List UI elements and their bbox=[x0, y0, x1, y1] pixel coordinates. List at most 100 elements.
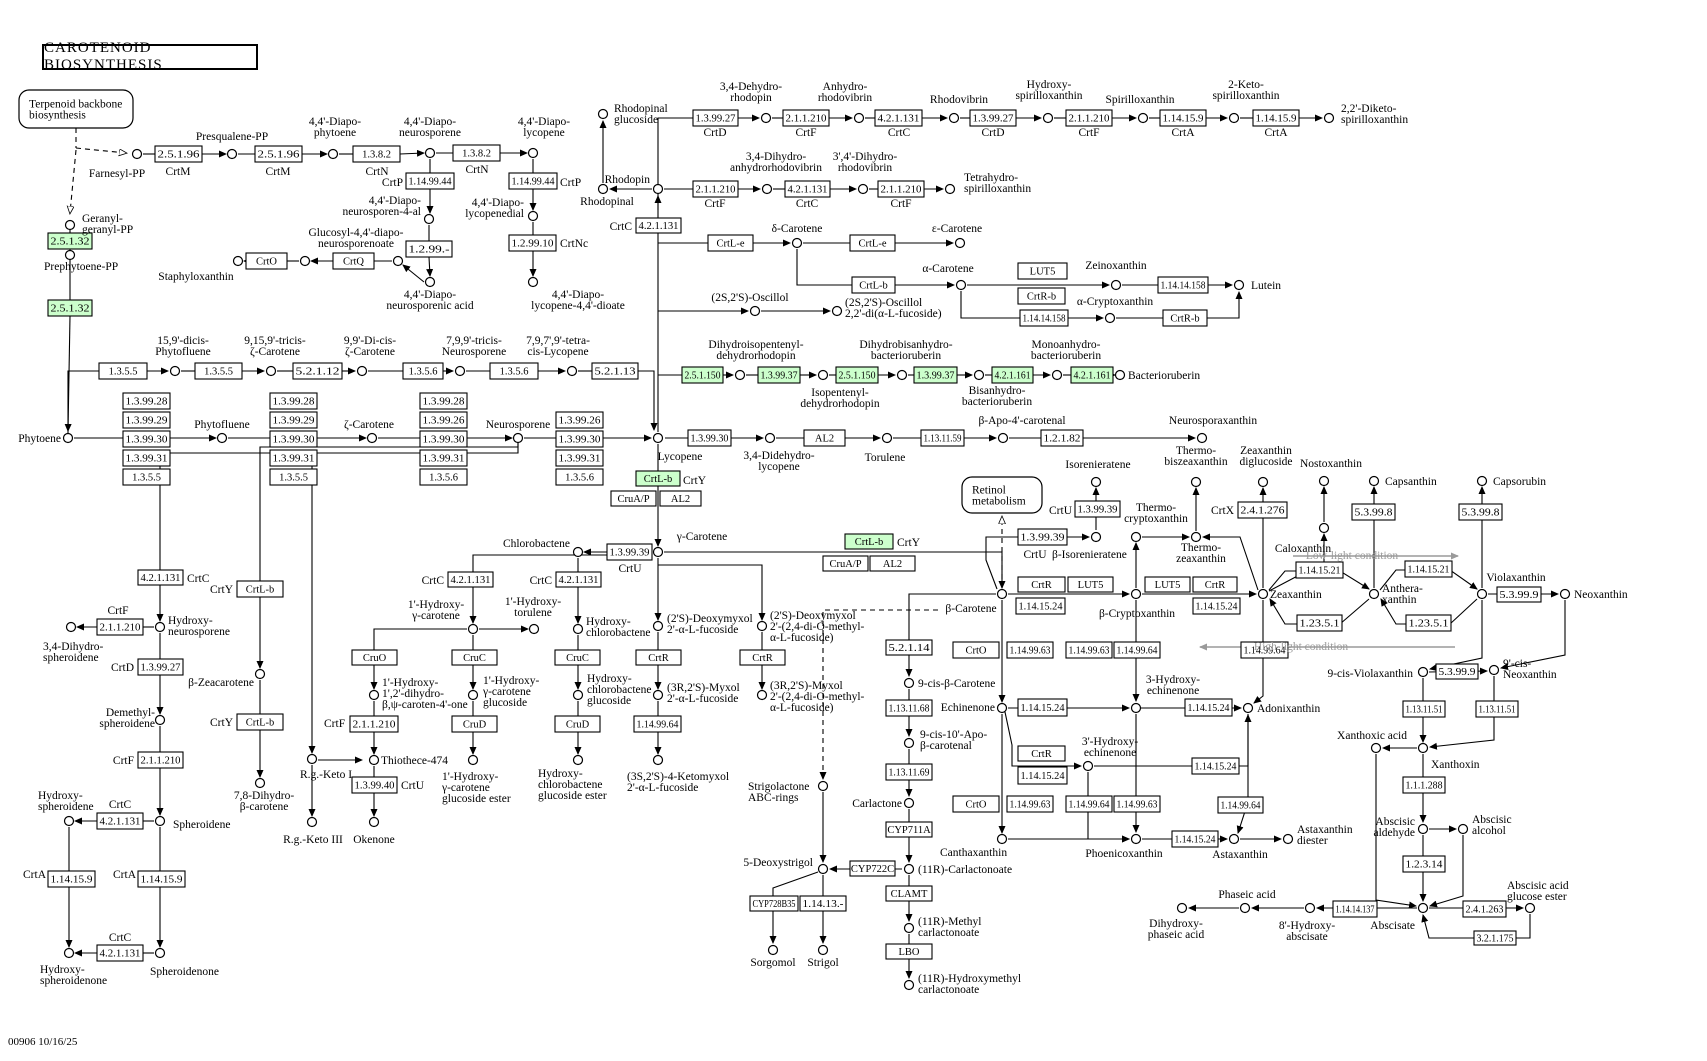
compound-node[interactable] bbox=[1417, 666, 1429, 678]
enzyme-box[interactable]: 1.14.99.63 bbox=[1006, 641, 1054, 659]
enzyme-box[interactable]: 1.14.99.44 bbox=[405, 172, 455, 190]
compound-node[interactable] bbox=[1190, 476, 1202, 488]
enzyme-box[interactable]: 1.3.99.39 bbox=[1074, 500, 1121, 518]
compound-node[interactable] bbox=[1051, 369, 1063, 381]
enzyme-box[interactable]: 1.2.99.- bbox=[405, 240, 453, 258]
enzyme-box[interactable]: CruO bbox=[351, 649, 398, 666]
compound-node[interactable] bbox=[424, 276, 436, 288]
enzyme-box[interactable]: 1.3.99.26 bbox=[555, 411, 604, 429]
enzyme-box[interactable]: CruA/P bbox=[610, 490, 657, 507]
compound-node[interactable] bbox=[761, 183, 773, 195]
enzyme-box[interactable]: 1.3.5.6 bbox=[555, 468, 604, 486]
compound-node[interactable] bbox=[881, 432, 893, 444]
enzyme-box[interactable]: CrtL-b bbox=[236, 713, 284, 731]
enzyme-box[interactable]: 5.2.1.13 bbox=[591, 362, 639, 380]
compound-node[interactable] bbox=[1082, 760, 1094, 772]
enzyme-box[interactable]: 5.3.99.8 bbox=[1351, 503, 1396, 521]
compound-node[interactable] bbox=[1524, 902, 1536, 914]
enzyme-box[interactable]: 1.3.99.31 bbox=[122, 449, 171, 467]
enzyme-box[interactable]: 1.3.99.31 bbox=[419, 449, 468, 467]
compound-node[interactable] bbox=[973, 369, 985, 381]
compound-node[interactable] bbox=[896, 369, 908, 381]
compound-node[interactable] bbox=[817, 944, 829, 956]
enzyme-box[interactable]: 1.14.99.64 bbox=[1240, 641, 1289, 659]
compound-node[interactable] bbox=[1239, 902, 1251, 914]
enzyme-box[interactable]: 1.3.5.5 bbox=[122, 468, 171, 486]
enzyme-box[interactable]: 1.3.99.28 bbox=[269, 392, 318, 410]
compound-node[interactable] bbox=[265, 365, 277, 377]
compound-node[interactable] bbox=[944, 183, 956, 195]
compound-node[interactable] bbox=[1417, 742, 1429, 754]
enzyme-box[interactable]: 1.3.5.5 bbox=[194, 362, 243, 380]
enzyme-box[interactable]: 1.3.99.29 bbox=[269, 411, 318, 429]
enzyme-box[interactable]: 1.14.15.24 bbox=[1191, 757, 1240, 775]
enzyme-box[interactable]: 2.5.1.150 bbox=[681, 366, 724, 384]
compound-node[interactable] bbox=[1196, 432, 1208, 444]
compound-node[interactable] bbox=[454, 365, 466, 377]
compound-node[interactable] bbox=[1476, 588, 1488, 600]
enzyme-box[interactable]: 1.3.99.40 bbox=[351, 776, 398, 794]
enzyme-box[interactable]: 2.1.1.210 bbox=[877, 180, 925, 198]
enzyme-box[interactable]: 1.3.99.27 bbox=[969, 109, 1017, 127]
enzyme-box[interactable]: 4.2.1.131 bbox=[874, 109, 923, 127]
compound-node[interactable] bbox=[1242, 702, 1254, 714]
enzyme-box[interactable]: 2.1.1.210 bbox=[692, 180, 739, 198]
enzyme-box[interactable]: 1.3.99.28 bbox=[122, 392, 171, 410]
enzyme-box[interactable]: CrtR bbox=[1192, 576, 1238, 593]
compound-node[interactable] bbox=[955, 279, 967, 291]
compound-node[interactable] bbox=[131, 148, 143, 160]
enzyme-box[interactable]: 1.13.11.69 bbox=[885, 763, 933, 781]
compound-node[interactable] bbox=[996, 588, 1008, 600]
enzyme-box[interactable]: 1.14.13.- bbox=[799, 895, 847, 912]
enzyme-box[interactable]: CrtL-b bbox=[844, 533, 894, 550]
compound-node[interactable] bbox=[299, 255, 311, 267]
compound-node[interactable] bbox=[1304, 902, 1316, 914]
enzyme-box[interactable]: CrtL-e bbox=[707, 234, 754, 252]
enzyme-box[interactable]: 1.3.99.28 bbox=[419, 392, 468, 410]
enzyme-box[interactable]: 1.14.15.24 bbox=[1017, 766, 1068, 785]
compound-node[interactable] bbox=[424, 147, 436, 159]
enzyme-box[interactable]: 1.14.14.158 bbox=[1019, 309, 1069, 327]
enzyme-box[interactable]: 1.14.99.63 bbox=[1113, 795, 1161, 813]
compound-node[interactable] bbox=[1476, 475, 1488, 487]
compound-node[interactable] bbox=[232, 255, 244, 267]
enzyme-box[interactable]: 2.1.1.210 bbox=[1065, 109, 1113, 127]
enzyme-box[interactable]: CrtL-e bbox=[849, 234, 896, 252]
enzyme-box[interactable]: CruC bbox=[554, 649, 601, 666]
enzyme-box[interactable]: 2.1.1.210 bbox=[96, 618, 144, 636]
enzyme-box[interactable]: 1.3.99.37 bbox=[913, 366, 958, 384]
enzyme-box[interactable]: 5.3.99.9 bbox=[1435, 663, 1479, 680]
compound-node[interactable] bbox=[572, 754, 584, 766]
enzyme-box[interactable]: CrtR-b bbox=[1162, 309, 1208, 327]
compound-node[interactable] bbox=[154, 714, 166, 726]
compound-node[interactable] bbox=[63, 815, 75, 827]
compound-node[interactable] bbox=[572, 689, 584, 701]
enzyme-box[interactable]: 2.5.1.150 bbox=[835, 366, 879, 384]
compound-node[interactable] bbox=[1257, 588, 1269, 600]
enzyme-box[interactable]: 1.14.99.63 bbox=[1065, 641, 1113, 659]
compound-node[interactable] bbox=[356, 365, 368, 377]
enzyme-box[interactable]: CLAMT bbox=[885, 885, 933, 902]
enzyme-box[interactable]: 2.5.1.32 bbox=[47, 232, 93, 250]
enzyme-box[interactable]: 1.14.15.9 bbox=[1159, 109, 1207, 127]
enzyme-box[interactable]: LUT5 bbox=[1067, 576, 1114, 593]
compound-node[interactable] bbox=[154, 621, 166, 633]
enzyme-box[interactable]: 2.5.1.96 bbox=[254, 145, 303, 163]
enzyme-box[interactable]: CruD bbox=[554, 715, 601, 733]
compound-node[interactable] bbox=[1110, 279, 1122, 291]
compound-node[interactable] bbox=[903, 797, 915, 809]
enzyme-box[interactable]: 1.13.11.51 bbox=[1475, 700, 1519, 718]
enzyme-box[interactable]: AL2 bbox=[659, 490, 702, 507]
enzyme-box[interactable]: 1.3.99.37 bbox=[757, 366, 801, 384]
compound-node[interactable] bbox=[527, 276, 539, 288]
enzyme-box[interactable]: CrtR bbox=[1017, 745, 1066, 762]
enzyme-box[interactable]: 1.14.99.44 bbox=[508, 172, 558, 190]
compound-node[interactable] bbox=[1114, 369, 1126, 381]
compound-node[interactable] bbox=[652, 754, 664, 766]
enzyme-box[interactable]: 1.3.5.6 bbox=[489, 362, 539, 380]
enzyme-box[interactable]: 2.4.1.276 bbox=[1237, 501, 1288, 519]
compound-node[interactable] bbox=[572, 546, 584, 558]
enzyme-box[interactable]: 1.3.5.6 bbox=[402, 362, 444, 380]
enzyme-box[interactable]: 2.1.1.210 bbox=[137, 751, 184, 769]
compound-node[interactable] bbox=[734, 369, 746, 381]
